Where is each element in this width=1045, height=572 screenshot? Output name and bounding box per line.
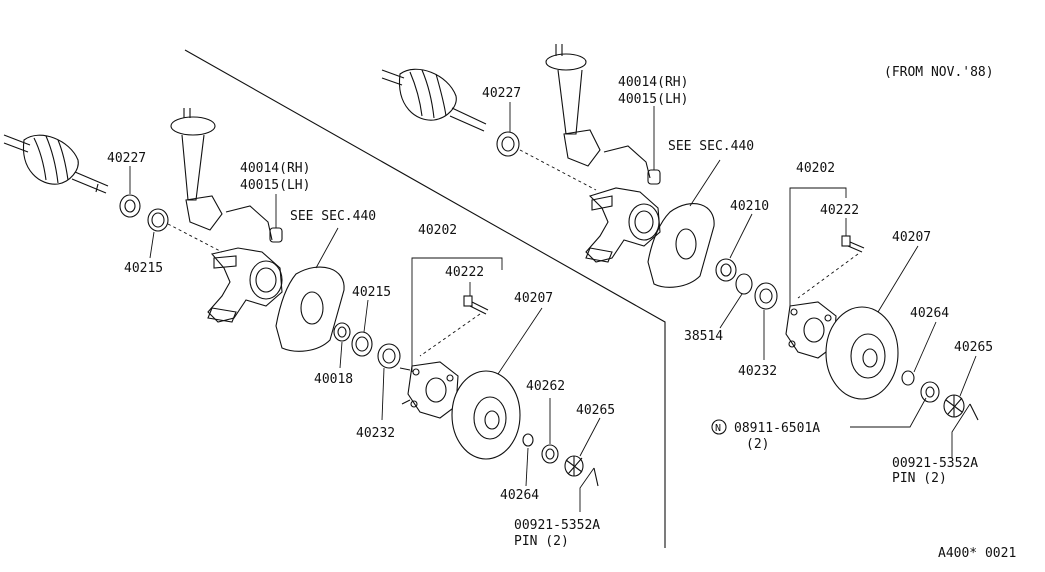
left-seal-40215-a	[147, 208, 169, 232]
right-bearing-40232	[754, 282, 778, 310]
right-label-40210: 40210	[730, 199, 769, 214]
right-disc-rotor	[825, 306, 899, 400]
right-drive-shaft	[381, 68, 487, 132]
left-baffle-hole	[300, 291, 324, 325]
diagram-code: A400* 0021	[938, 546, 1016, 561]
right-cotter-pin	[969, 403, 979, 421]
left-label-40015: 40015(LH)	[240, 178, 310, 193]
left-seal-40215-b	[351, 331, 373, 357]
left-hub-bolt-40222	[463, 295, 489, 315]
left-label-40018: 40018	[314, 372, 353, 387]
left-wheel-hub	[399, 361, 459, 419]
from-date-note: (FROM NOV.'88)	[884, 65, 994, 80]
left-label-pin-part: 00921-5352A	[514, 518, 600, 533]
right-o-ring-38514	[735, 273, 753, 295]
right-strut	[545, 44, 601, 167]
right-label-40264: 40264	[910, 306, 949, 321]
right-label-40207: 40207	[892, 230, 931, 245]
left-bearing-40227	[119, 194, 141, 218]
right-steering-knuckle	[585, 145, 661, 263]
right-seal-40210	[715, 258, 737, 282]
nut-marker-letter: N	[715, 423, 721, 434]
right-label-40015: 40015(LH)	[618, 92, 688, 107]
right-label-38514: 38514	[684, 329, 723, 344]
right-label-pin-qty: PIN (2)	[892, 471, 947, 486]
right-baffle-hole	[675, 228, 697, 260]
left-strut	[170, 108, 223, 231]
right-washer-40264	[901, 370, 915, 386]
right-label-40232: 40232	[738, 364, 777, 379]
left-label-40262: 40262	[526, 379, 565, 394]
right-label-nut-qty: (2)	[746, 437, 769, 452]
left-washer-40264	[522, 433, 534, 447]
right-label-40222: 40222	[820, 203, 859, 218]
left-label-40014: 40014(RH)	[240, 161, 310, 176]
section-divider-line	[184, 49, 666, 548]
left-steering-knuckle	[207, 205, 283, 323]
left-label-pin-qty: PIN (2)	[514, 534, 569, 549]
left-label-40202: 40202	[418, 223, 457, 238]
right-label-40227: 40227	[482, 86, 521, 101]
left-label-40207: 40207	[514, 291, 553, 306]
left-assembly: 40227 40215 40014(RH) 40015(LH) SEE SEC.…	[3, 108, 615, 549]
left-label-40227: 40227	[107, 151, 146, 166]
left-disc-rotor	[451, 370, 521, 460]
nut-marker-circle	[711, 419, 727, 435]
right-label-see-sec: SEE SEC.440	[668, 139, 754, 154]
left-drive-shaft	[3, 134, 109, 194]
left-label-40265: 40265	[576, 403, 615, 418]
left-cotter-pin	[593, 467, 599, 487]
left-nut-40262	[541, 444, 559, 464]
right-label-40014: 40014(RH)	[618, 75, 688, 90]
left-bearing-40232	[377, 343, 401, 369]
left-label-40232: 40232	[356, 426, 395, 441]
left-label-see-sec: SEE SEC.440	[290, 209, 376, 224]
right-baffle-plate	[647, 203, 715, 288]
right-label-pin-part: 00921-5352A	[892, 456, 978, 471]
left-label-40222: 40222	[445, 265, 484, 280]
left-label-40264: 40264	[500, 488, 539, 503]
right-label-40265: 40265	[954, 340, 993, 355]
right-bearing-40227	[496, 131, 520, 157]
right-hub-bolt-40222	[841, 235, 865, 253]
left-baffle-plate	[275, 266, 345, 352]
right-nut-08911	[920, 381, 940, 403]
left-spacer-40018	[333, 322, 351, 342]
left-label-40215-b: 40215	[352, 285, 391, 300]
left-nut-cap-40265	[564, 455, 584, 477]
right-nut-cap-40265	[943, 394, 965, 418]
right-assembly: 40227 40014(RH) 40015(LH) SEE SEC.440 40…	[381, 44, 993, 486]
left-label-40215-a: 40215	[124, 261, 163, 276]
right-label-nut-part: 08911-6501A	[734, 421, 820, 436]
right-label-40202: 40202	[796, 161, 835, 176]
